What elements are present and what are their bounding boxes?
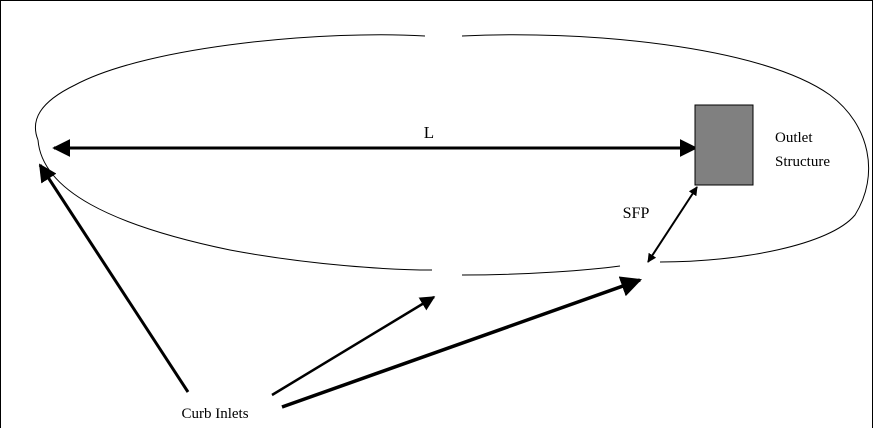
inlet-arrow-middle	[271, 295, 436, 397]
pond-outline-top-right	[461, 34, 870, 263]
pond-outline-bottom-left	[37, 139, 433, 271]
inlet-arrow-right	[281, 276, 642, 409]
pond-outline-top-left	[34, 34, 426, 141]
length-label: L	[424, 123, 434, 142]
curb-inlets-label: Curb Inlets	[181, 406, 248, 422]
sfp-arrow	[647, 186, 698, 263]
sfp-label: SFP	[623, 205, 650, 222]
inlet-arrow-left	[38, 163, 190, 393]
outlet-structure	[694, 104, 754, 186]
outlet-label-line2: Structure	[775, 154, 830, 170]
outlet-label-line1: Outlet	[775, 130, 813, 146]
pond-outline-bottom-right	[461, 265, 621, 276]
